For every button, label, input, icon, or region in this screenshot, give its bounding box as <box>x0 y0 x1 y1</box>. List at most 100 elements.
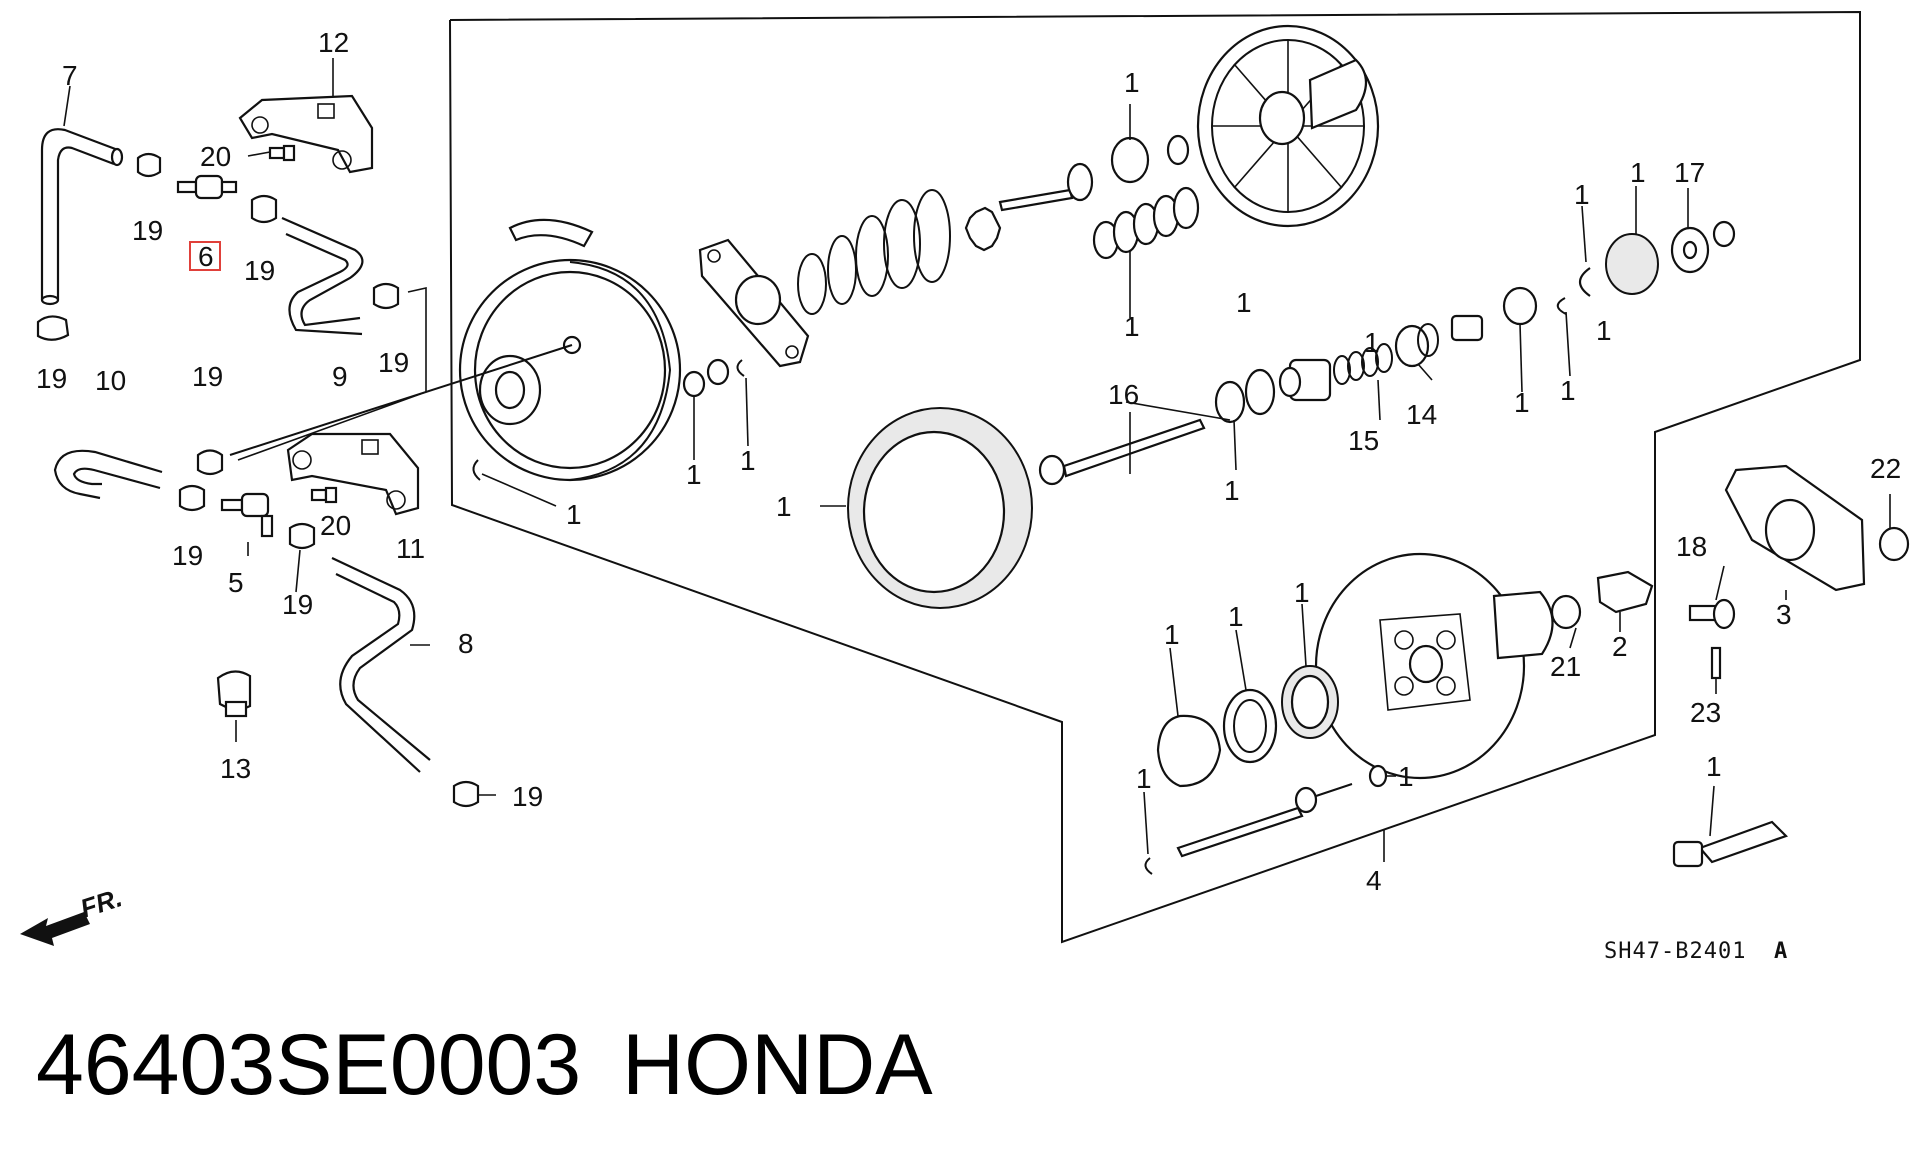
callout-19a: 19 <box>132 215 163 246</box>
callout-1o: 1 <box>1136 763 1152 794</box>
rod-16 <box>1038 418 1206 486</box>
callout-19c: 19 <box>36 363 67 394</box>
seal-1-top <box>1110 136 1150 184</box>
callout-1a: 1 <box>1124 67 1140 98</box>
push-rod <box>998 162 1094 212</box>
drawing-code-suffix: A <box>1774 939 1788 964</box>
grease-tube <box>1672 820 1789 868</box>
callout-1c: 1 <box>566 499 582 530</box>
callout-15: 15 <box>1348 425 1379 456</box>
front-shell <box>229 258 682 482</box>
callout-20b: 20 <box>320 510 351 541</box>
hose-10 <box>53 449 163 500</box>
callout-16: 16 <box>1108 379 1139 410</box>
callout-9: 9 <box>332 361 348 392</box>
bracket-11 <box>286 432 420 516</box>
callout-2: 2 <box>1612 631 1628 662</box>
bolt-20-a <box>268 144 296 162</box>
clamp-19-c <box>250 194 278 224</box>
callout-7: 7 <box>62 60 78 91</box>
callout-1g: 1 <box>1574 179 1590 210</box>
callout-22: 22 <box>1870 453 1901 484</box>
callout-17: 17 <box>1674 157 1705 188</box>
callout-19d: 19 <box>378 347 409 378</box>
callout-1h: 1 <box>1514 387 1530 418</box>
callout-5: 5 <box>228 567 244 598</box>
star-washer <box>964 206 1002 252</box>
callout-19e: 19 <box>192 361 223 392</box>
callout-19g: 19 <box>282 589 313 620</box>
callout-1e: 1 <box>740 445 756 476</box>
seal-1-small <box>1166 134 1190 166</box>
callout-19h: 19 <box>512 781 543 812</box>
callout-11: 11 <box>396 533 425 564</box>
hose-8 <box>331 557 431 773</box>
callout-1s: 1 <box>1364 327 1380 358</box>
washer-1-b <box>706 358 730 386</box>
clamp-19-e <box>196 449 224 476</box>
ring-1 <box>1502 286 1538 326</box>
callout-1m: 1 <box>1228 601 1244 632</box>
seal-ring-1-a <box>1222 688 1278 764</box>
input-rod <box>1144 783 1353 875</box>
front-arrow-icon: FR. <box>20 882 126 946</box>
callout-19b: 19 <box>244 255 275 286</box>
assembly-outline <box>449 10 1861 944</box>
nut-small <box>1712 220 1736 248</box>
callout-12: 12 <box>318 27 349 58</box>
callout-1t: 1 <box>1596 315 1612 346</box>
valve-5 <box>220 492 274 538</box>
callout-18: 18 <box>1676 531 1707 562</box>
nut-21 <box>1550 594 1582 630</box>
retainer-14 <box>1394 323 1439 368</box>
pin-23 <box>1710 646 1722 680</box>
callout-1j: 1 <box>1224 475 1240 506</box>
callout-14: 14 <box>1406 399 1437 430</box>
bracket-2 <box>1596 570 1654 614</box>
spring-15 <box>1333 343 1393 385</box>
callout-6: 6 <box>198 241 214 272</box>
clamp-19-g <box>288 522 316 550</box>
clamp-19-f <box>178 484 206 512</box>
washer-1-a <box>682 370 706 398</box>
callout-1p: 1 <box>1398 761 1414 792</box>
callout-1b: 1 <box>1124 311 1140 342</box>
bolt-20-b <box>310 486 338 504</box>
flange-plate <box>698 238 810 368</box>
gasket-3 <box>1724 464 1866 592</box>
callout-1q: 1 <box>1706 751 1722 782</box>
clamp-13 <box>216 670 252 718</box>
star-ring-1 <box>1156 714 1222 788</box>
callout-20a: 20 <box>200 141 231 172</box>
check-valve-6 <box>176 174 238 200</box>
circlip-1-a <box>472 459 481 481</box>
seal-disc-1 <box>1605 233 1659 295</box>
brand-name: HONDA <box>622 1017 933 1113</box>
callout-3: 3 <box>1776 599 1792 630</box>
callout-1r: 1 <box>1236 287 1252 318</box>
callout-labels: 7 12 20 19 6 19 19 9 19 10 19 20 11 19 5… <box>36 27 1901 896</box>
hose-7 <box>40 128 124 306</box>
drawing-code: SH47-B2401 <box>1604 939 1746 964</box>
clamp-19-h <box>452 780 480 808</box>
clamp-19-a <box>36 315 70 341</box>
clip-1-c <box>736 359 745 377</box>
highlight-box-6 <box>189 241 221 271</box>
fitting-small <box>1450 314 1484 342</box>
bolt-18 <box>1688 598 1736 630</box>
nut-22 <box>1878 526 1910 562</box>
clamp-19-d <box>372 282 400 310</box>
boot-bellows <box>1092 186 1200 260</box>
callout-1n: 1 <box>1294 577 1310 608</box>
callout-1l: 1 <box>1164 619 1180 650</box>
callout-21: 21 <box>1550 651 1581 682</box>
leader-lines <box>63 58 1891 862</box>
snap-ring-1 <box>1578 267 1591 297</box>
callout-1f: 1 <box>1630 157 1646 188</box>
callout-23: 23 <box>1690 697 1721 728</box>
callout-1k: 1 <box>776 491 792 522</box>
hose-9 <box>281 216 364 336</box>
callout-8: 8 <box>458 628 474 659</box>
